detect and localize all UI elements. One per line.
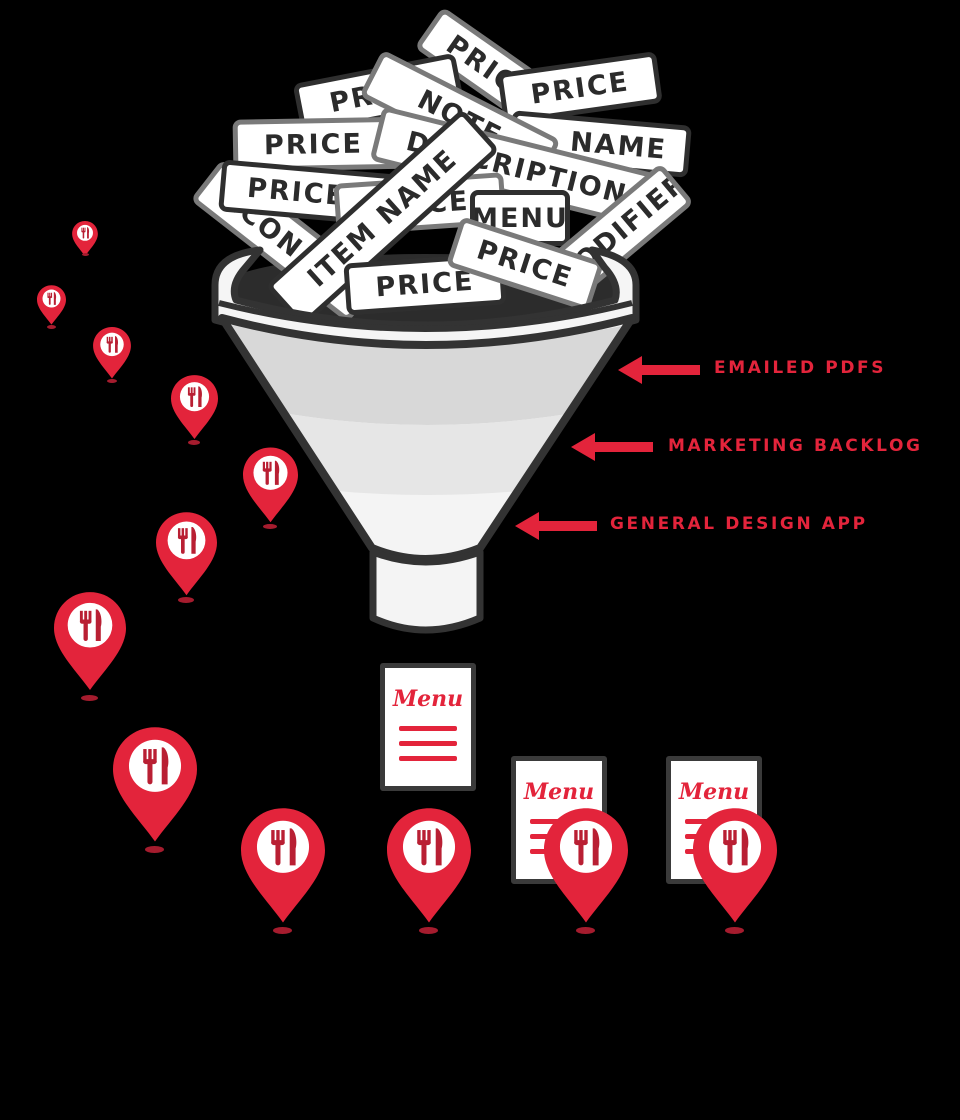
menu-line — [399, 756, 457, 761]
pin-shadow — [263, 524, 277, 529]
fork-knife-icon — [417, 828, 443, 866]
fork-knife-icon — [723, 828, 749, 866]
input-label-marketing-backlog: MARKETING BACKLOG — [668, 436, 923, 456]
menu-card-title: Menu — [678, 779, 750, 805]
menu-line — [399, 741, 457, 746]
pin-shadow — [145, 846, 164, 853]
menu-line — [399, 726, 457, 731]
pin-shadow — [178, 597, 194, 603]
location-pin — [693, 808, 777, 923]
fork-knife-icon — [47, 292, 57, 305]
pin-shadow — [81, 695, 98, 701]
location-pin — [72, 221, 98, 256]
input-label-general-design-app: GENERAL DESIGN APP — [610, 514, 868, 534]
location-pin — [387, 808, 471, 923]
location-pin — [156, 512, 217, 596]
location-pin — [241, 808, 325, 923]
fork-knife-icon — [271, 828, 297, 866]
fork-knife-icon — [106, 336, 119, 353]
pin-shadow — [82, 253, 89, 256]
pin-shadow — [107, 379, 117, 383]
location-pin — [544, 808, 628, 923]
fork-knife-icon — [574, 828, 600, 866]
fork-knife-icon — [81, 227, 90, 239]
fork-knife-icon — [177, 526, 197, 554]
menu-card-title: Menu — [523, 779, 595, 805]
fork-knife-icon — [262, 460, 280, 485]
arrow-left-icon — [618, 356, 700, 384]
location-pin — [54, 592, 126, 691]
fork-knife-icon — [79, 609, 102, 642]
location-pin — [93, 327, 131, 379]
menu-card-title: Menu — [392, 686, 464, 712]
fork-knife-icon — [143, 747, 169, 785]
pin-shadow — [725, 927, 744, 934]
location-pin — [113, 727, 197, 842]
fork-knife-icon — [187, 386, 202, 408]
pin-shadow — [419, 927, 438, 934]
pin-shadow — [188, 440, 200, 445]
location-pin — [37, 285, 66, 325]
pin-shadow — [47, 325, 56, 329]
menu-card: Menu — [380, 663, 476, 791]
pin-shadow — [576, 927, 595, 934]
location-pin — [171, 375, 218, 440]
arrow-left-icon — [571, 433, 653, 461]
pin-shadow — [273, 927, 292, 934]
location-pin — [243, 447, 298, 523]
input-label-emailed-pdfs: EMAILED PDFS — [714, 358, 887, 378]
arrow-left-icon — [515, 512, 597, 540]
